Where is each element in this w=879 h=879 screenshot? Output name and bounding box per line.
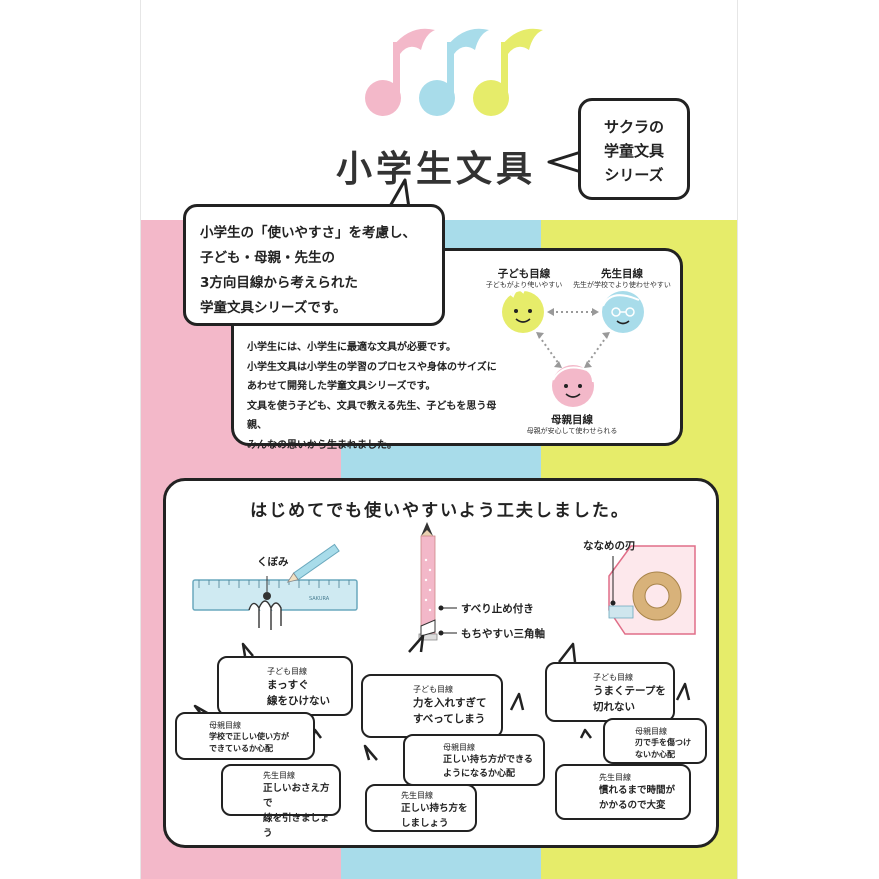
pencil-teacher-line-2: しましょう bbox=[401, 818, 449, 829]
tape-teacher-bubble: 先生目線 慣れるまで時間が かかるので大変 bbox=[555, 764, 691, 820]
series-callout-bubble: サクラの 学童文具 シリーズ bbox=[578, 98, 690, 200]
pencil-mother-who: 母親目線 bbox=[443, 743, 475, 752]
tape-child-bubble: 子ども目線 うまくテープを 切れない bbox=[545, 662, 675, 722]
music-notes-logo bbox=[365, 28, 543, 116]
tape-teacher-who: 先生目線 bbox=[599, 773, 631, 782]
page-title: 小学生文具 bbox=[336, 149, 537, 190]
perspective-diagram bbox=[502, 285, 644, 407]
about-line-4: 文具を使う子ども、文具で教える先生、子どもを思う母親、 bbox=[247, 400, 497, 432]
tape-teacher-line-1: 慣れるまで時間が bbox=[599, 785, 676, 796]
child-perspective-sub: 子どもがより使いやすい bbox=[485, 281, 563, 289]
about-line-3: あわせて開発した学童文具シリーズです。 bbox=[247, 381, 436, 392]
ruler-illustration bbox=[192, 543, 358, 630]
ruler-child-who: 子ども目線 bbox=[267, 667, 307, 676]
perspective-arrows bbox=[538, 311, 608, 365]
teacher-perspective-sub: 先生が学校でより使わせやすい bbox=[573, 281, 671, 289]
pencil-teacher-bubble: 先生目線 正しい持ち方を しましょう bbox=[365, 784, 477, 832]
intro-bubble-tail bbox=[387, 178, 411, 209]
tape-dispenser-illustration bbox=[608, 545, 696, 635]
tape-mother-line-1: 刃で手を傷つけ bbox=[635, 738, 691, 747]
intro-line-4: 学童文具シリーズです。 bbox=[200, 300, 347, 316]
series-line-3: シリーズ bbox=[604, 166, 664, 184]
child-perspective-label: 子ども目線 bbox=[497, 268, 551, 280]
ruler-brand: SAKURA bbox=[309, 596, 330, 602]
pencil-child-bubble: 子ども目線 力を入れすぎて すべってしまう bbox=[361, 674, 503, 738]
pencil-illustration bbox=[418, 522, 457, 641]
tape-child-line-2: 切れない bbox=[593, 701, 635, 713]
ruler-child-line-2: 線をひけない bbox=[267, 695, 330, 707]
pencil-child-who: 子ども目線 bbox=[413, 685, 453, 694]
mother-face-icon bbox=[552, 365, 594, 407]
tape-teacher-line-2: かかるので大変 bbox=[599, 800, 666, 811]
mother-perspective-label: 母親目線 bbox=[551, 414, 593, 426]
pencil-teacher-who: 先生目線 bbox=[401, 791, 433, 800]
child-face-icon bbox=[502, 285, 544, 333]
ruler-mother-line-1: 学校で正しい使い方が bbox=[209, 732, 289, 741]
pencil-child-line-1: 力を入れすぎて bbox=[413, 697, 487, 709]
teacher-face-icon bbox=[602, 291, 644, 333]
teacher-perspective-label: 先生目線 bbox=[601, 268, 643, 280]
ruler-teacher-bubble: 先生目線 正しいおさえ方で 線を引きましょう bbox=[221, 764, 341, 839]
pencil-callout-grip: すべり止め付き bbox=[461, 603, 534, 615]
ruler-child-line-1: まっすぐ bbox=[267, 679, 309, 691]
intro-line-2: 子ども・母親・先生の bbox=[200, 250, 335, 266]
ruler-teacher-who: 先生目線 bbox=[263, 771, 295, 780]
tape-mother-bubble: 母親目線 刃で手を傷つけ ないか心配 bbox=[603, 718, 707, 764]
series-line-1: サクラの bbox=[603, 118, 664, 136]
pencil-mother-line-2: ようになるか心配 bbox=[443, 769, 516, 779]
tape-child-line-1: うまくテープを bbox=[593, 685, 666, 697]
pencil-mother-line-1: 正しい持ち方ができる bbox=[443, 755, 533, 765]
poster-page: 小学生文具 サクラの 学童文具 シリーズ 小学生の「使いやすさ」を考慮し、 子ど… bbox=[140, 0, 738, 879]
ruler-teacher-line-1: 正しいおさえ方で bbox=[263, 783, 330, 809]
tape-mother-line-2: ないか心配 bbox=[635, 750, 675, 759]
ruler-mother-line-2: できているか心配 bbox=[209, 744, 273, 753]
pencil-callout-shape: もちやすい三角軸 bbox=[461, 628, 545, 640]
features-heading: はじめてでも使いやすいよう工夫しました。 bbox=[250, 501, 630, 521]
ruler-mother-bubble: 母親目線 学校で正しい使い方が できているか心配 bbox=[175, 712, 315, 760]
ruler-callout: くぼみ bbox=[257, 556, 289, 568]
pencil-teacher-line-1: 正しい持ち方を bbox=[401, 803, 468, 814]
about-line-1: 小学生には、小学生に最適な文具が必要です。 bbox=[247, 342, 456, 353]
series-bubble-tail bbox=[547, 150, 582, 174]
tape-child-who: 子ども目線 bbox=[593, 673, 633, 682]
pencil-child-line-2: すべってしまう bbox=[413, 713, 486, 725]
pencil-mother-bubble: 母親目線 正しい持ち方ができる ようになるか心配 bbox=[403, 734, 545, 786]
intro-bubble: 小学生の「使いやすさ」を考慮し、 子ども・母親・先生の 3方向目線から考えられた… bbox=[183, 204, 445, 326]
mother-perspective-sub: 母親が安心して使わせられる bbox=[526, 427, 618, 435]
intro-line-1: 小学生の「使いやすさ」を考慮し、 bbox=[200, 225, 416, 241]
ruler-mother-who: 母親目線 bbox=[209, 721, 241, 730]
ruler-teacher-line-2: 線を引きましょう bbox=[263, 813, 330, 839]
about-text: 小学生には、小学生に最適な文具が必要です。 小学生文具は小学生の学習のプロセスや… bbox=[247, 338, 507, 455]
about-line-2: 小学生文具は小学生の学習のプロセスや身体のサイズに bbox=[247, 361, 497, 373]
series-line-2: 学童文具 bbox=[603, 142, 664, 160]
tape-mother-who: 母親目線 bbox=[635, 727, 667, 736]
about-line-5: みんなの思いから生まれました。 bbox=[247, 439, 397, 451]
tape-callout: ななめの刃 bbox=[583, 540, 636, 552]
ruler-child-bubble: 子ども目線 まっすぐ 線をひけない bbox=[217, 656, 353, 716]
intro-line-3: 3方向目線から考えられた bbox=[200, 275, 358, 291]
